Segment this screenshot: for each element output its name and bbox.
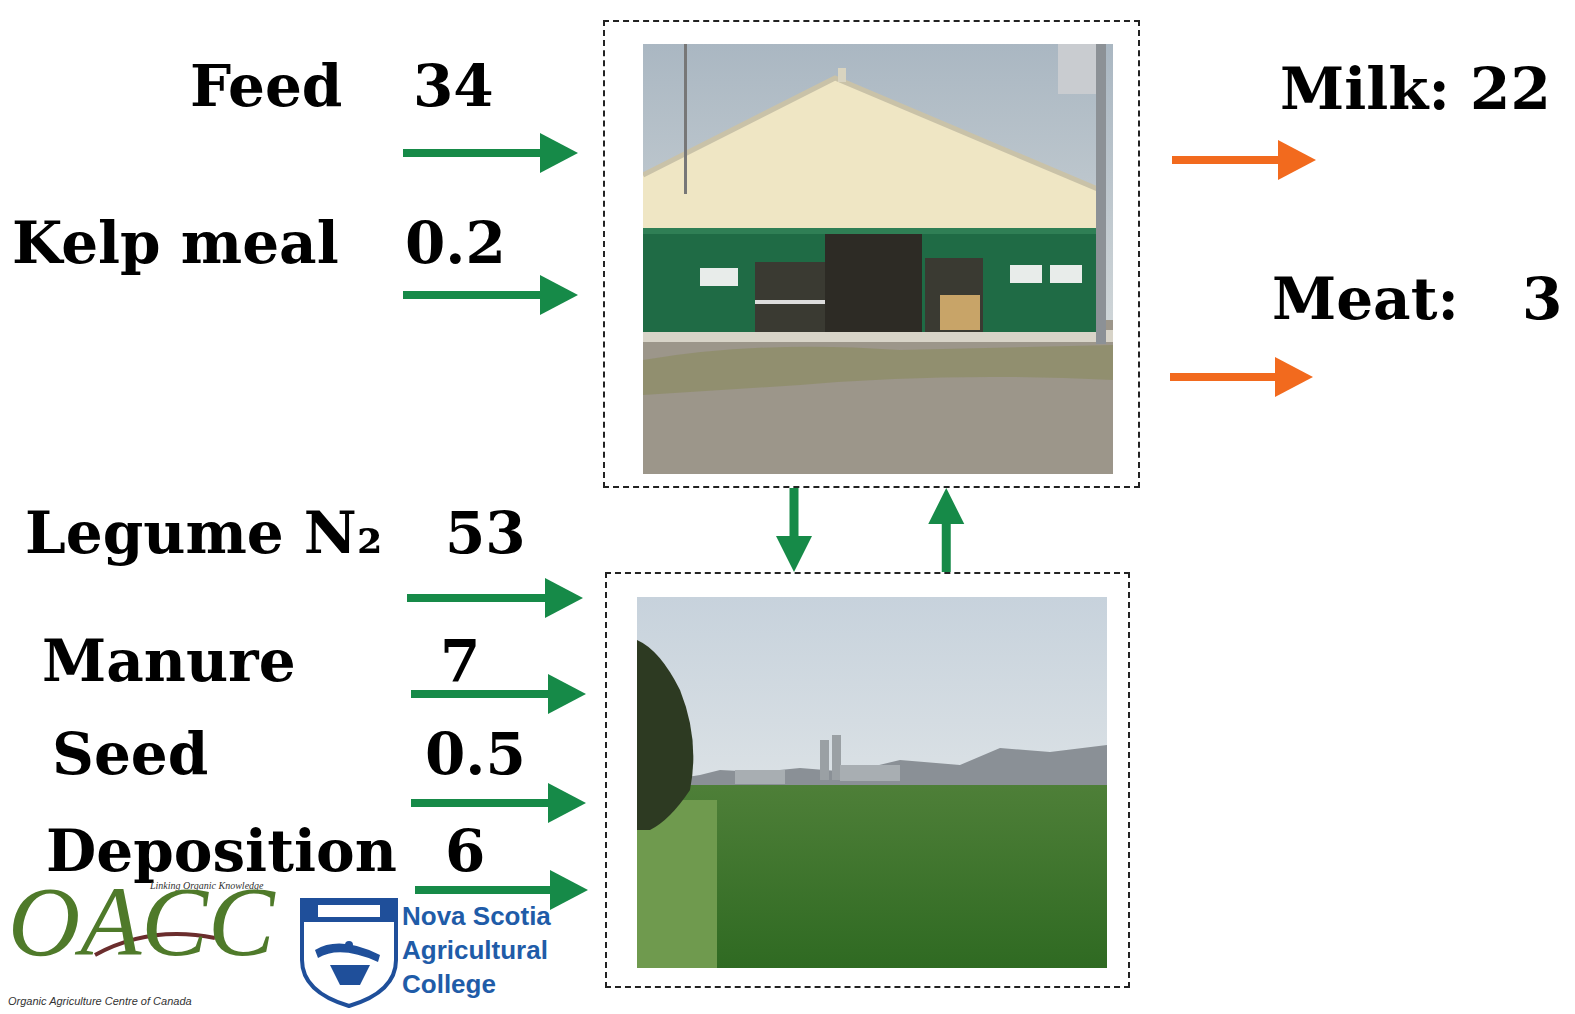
logo-subtitle: Organic Agriculture Centre of Canada	[8, 996, 192, 1007]
flow-label: Milk: 22	[1280, 56, 1551, 123]
flow-label: Legume N₂	[25, 500, 382, 567]
flow-arrow	[403, 133, 588, 910]
flow-label: 34	[413, 53, 494, 120]
flow-label: 6	[445, 818, 485, 885]
flow-label: 53	[445, 500, 526, 567]
college-shield	[302, 900, 396, 1006]
college-name: Nova Scotia Agricultural College	[402, 900, 572, 1001]
flow-connector	[928, 488, 964, 572]
flow-label: Manure	[42, 628, 296, 695]
flow-label: Kelp meal	[12, 210, 339, 277]
flow-connector	[776, 488, 812, 572]
flow-label: 0.2	[405, 210, 506, 277]
field-box	[605, 572, 1130, 988]
flow-label: Meat:	[1272, 266, 1459, 333]
flow-label: 3	[1522, 266, 1562, 333]
barn-photo	[643, 44, 1113, 474]
logo-text: OACC	[8, 872, 275, 972]
flow-label: Seed	[52, 721, 208, 788]
flow-label: 7	[440, 628, 480, 695]
flow-label: Feed	[190, 53, 342, 120]
flow-label: 0.5	[425, 721, 526, 788]
field-photo	[637, 597, 1107, 968]
barn-box	[603, 20, 1140, 488]
